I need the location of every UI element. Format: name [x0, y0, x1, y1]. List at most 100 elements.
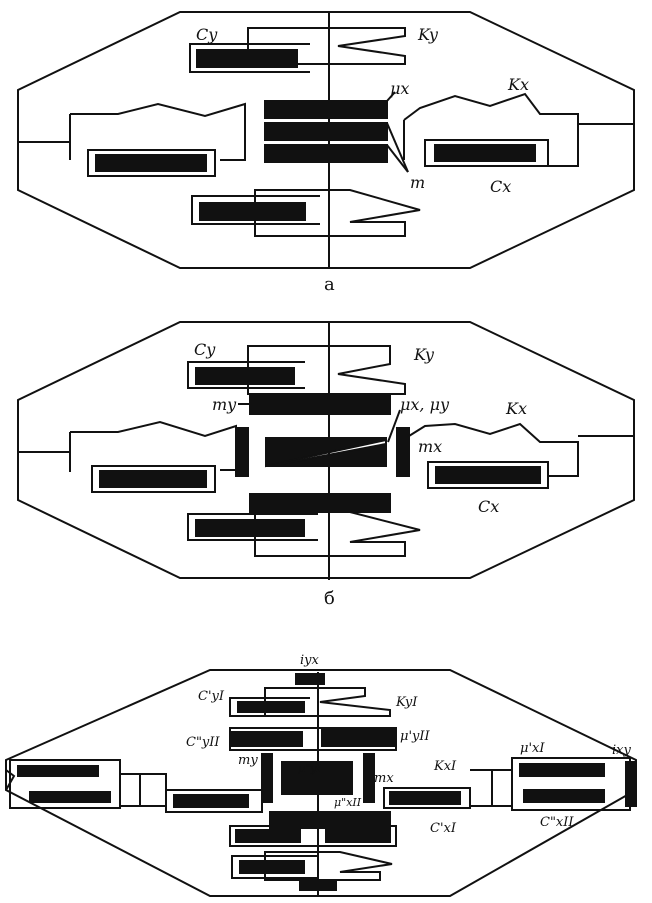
panel-c-top-damper-piston	[237, 701, 305, 713]
panel-c-left-arm-link	[120, 773, 167, 807]
panel-b-label-kx: Kx	[505, 399, 527, 418]
panel-c-right-inner-piston	[389, 791, 461, 805]
panel-a-bottom-damper	[191, 195, 320, 225]
panel-c-mass-row5-left	[235, 829, 301, 843]
panel-b-label-cy: Cy	[194, 340, 216, 359]
panel-b-caption: б	[324, 588, 335, 609]
panel-a-left-damper-piston	[95, 154, 207, 172]
panel-b-bottom-damper-piston	[195, 519, 305, 537]
panel-b-top-damper-piston	[195, 367, 295, 385]
panel-b-left-spring	[69, 420, 237, 472]
panel-c-label-mx: mx	[374, 771, 394, 786]
panel-b-label-mx: mx	[418, 437, 442, 456]
panel-b-left-damper	[91, 465, 216, 493]
panel-c-top-damper-cyi	[229, 697, 310, 717]
panel-a-bottom-damper-piston	[199, 202, 306, 221]
panel-c-label-cxii: C"xII	[540, 815, 574, 830]
panel-a-right-damper-cx	[424, 139, 549, 167]
panel-b-right-damper-cx	[427, 461, 549, 489]
panel-c-label-muy: μ"yI	[298, 762, 321, 775]
panel-c-mass-my	[261, 753, 273, 803]
panel-c-row5-frame	[229, 825, 397, 847]
panel-c-label-kxi: KxI	[433, 759, 457, 774]
panel-a-m-leader-1	[386, 122, 409, 173]
panel-c-left-arm-piston-upper	[17, 765, 99, 777]
panel-b-left-mass	[235, 427, 249, 477]
panel-b-right-damper-piston	[435, 466, 541, 484]
panel-b-central-wedge	[265, 439, 387, 468]
panel-c-mass-row2-left	[231, 731, 303, 747]
panel-c-label-cyi: C'yI	[198, 689, 225, 704]
panel-c-right-arm-link	[470, 769, 513, 807]
panel-b-bottom-spring	[254, 511, 421, 557]
panel-c-left-arm-piston-lower	[29, 791, 111, 803]
panel-c-bottom-coupling	[299, 881, 337, 891]
panel-c-right-coupling-ixy	[625, 761, 637, 807]
panel-a-frame	[17, 11, 635, 269]
panel-c-label-muxi: μ'xI	[520, 741, 545, 756]
panel-b-top-damper-cy	[187, 361, 305, 389]
panel-c-bottom-damper-piston	[239, 860, 305, 874]
panel-c-left-inner-piston	[173, 794, 249, 808]
panel-b-labels: Cy Ky my μx, μy Kx mx Cx б	[194, 340, 527, 609]
panel-a-label-mux: μx	[390, 79, 409, 98]
panel-c-label-kyi: KyI	[395, 695, 418, 710]
panel-a-mass-2	[264, 122, 388, 141]
panel-c-central-block	[281, 761, 353, 795]
panel-c-row2-frame	[229, 727, 397, 751]
panel-c-label-ixy: ixy	[612, 743, 631, 758]
panel-a	[17, 11, 635, 269]
panel-c-right-inner-damper	[383, 787, 471, 809]
panel-a-bottom-spring	[254, 189, 421, 237]
panel-b	[17, 321, 635, 580]
panel-c-right-arm-piston-upper	[519, 763, 605, 777]
panel-c-mass-row5-right	[325, 827, 391, 843]
panel-a-label-kx: Kx	[507, 75, 529, 94]
panel-a-m-leader-2	[386, 144, 409, 173]
panel-a-right-damper-piston	[434, 144, 536, 162]
panel-a-caption: а	[324, 274, 335, 295]
panel-a-right-spring-kx	[403, 92, 579, 167]
panel-b-label-ky: Ky	[413, 345, 435, 364]
panel-a-mass-1	[264, 100, 388, 119]
panel-b-label-cx: Cx	[478, 497, 499, 516]
panel-c-mass-mx	[363, 753, 375, 803]
panel-b-label-muxy: μx, μy	[400, 395, 450, 414]
panel-c-label-muyii: μ'yII	[400, 729, 431, 744]
panel-a-left-damper	[87, 149, 216, 177]
panel-b-top-spring-ky	[247, 345, 406, 395]
panel-c-label-my: my	[238, 753, 258, 768]
panel-b-frame	[17, 321, 635, 579]
panel-c-left-end	[5, 769, 16, 791]
panel-b-right-spring-kx	[408, 422, 579, 477]
panel-b-left-damper-piston	[99, 470, 207, 488]
panel-b-bottom-damper	[187, 513, 318, 541]
panel-c-top-coupling-iyx	[295, 673, 325, 685]
panel-a-top-damper-cy	[189, 43, 310, 73]
panel-a-label-ky: Ky	[417, 25, 439, 44]
panel-a-top-damper-piston	[196, 49, 298, 68]
panel-c-bottom-damper	[231, 855, 318, 879]
panel-c-right-arm	[511, 757, 631, 811]
panel-b-central-wedge-lower	[269, 442, 387, 467]
panel-c-label-muxii: μ"xII	[334, 796, 362, 809]
panel-c-bottom-spring	[264, 851, 393, 881]
panel-a-label-cx: Cx	[490, 177, 511, 196]
panel-c-labels: iyx C'yI KyI C"yII μ'yII my μ"yI mx KxI …	[186, 653, 631, 836]
panel-b-mass-my	[249, 395, 391, 415]
panel-a-label-cy: Cy	[196, 25, 218, 44]
panel-c-left-arm	[9, 759, 121, 809]
panel-b-muxy-leader	[387, 409, 401, 443]
panel-a-label-m: m	[410, 173, 425, 192]
panel-a-mux-leader	[386, 91, 396, 102]
panel-c-label-iyx: iyx	[300, 653, 320, 668]
panel-a-left-spring	[69, 102, 246, 161]
panel-b-label-my: my	[212, 395, 237, 414]
panel-c-label-cxi: C'xI	[430, 821, 457, 836]
panel-c-mass-row2-right	[321, 729, 395, 747]
panel-c-right-arm-piston-lower	[523, 789, 605, 803]
panel-c-label-cyii: C"yII	[186, 735, 220, 750]
panel-b-bottom-mass	[249, 493, 391, 513]
panel-a-labels: Cy Ky μx Kx m Cx а	[196, 25, 529, 295]
